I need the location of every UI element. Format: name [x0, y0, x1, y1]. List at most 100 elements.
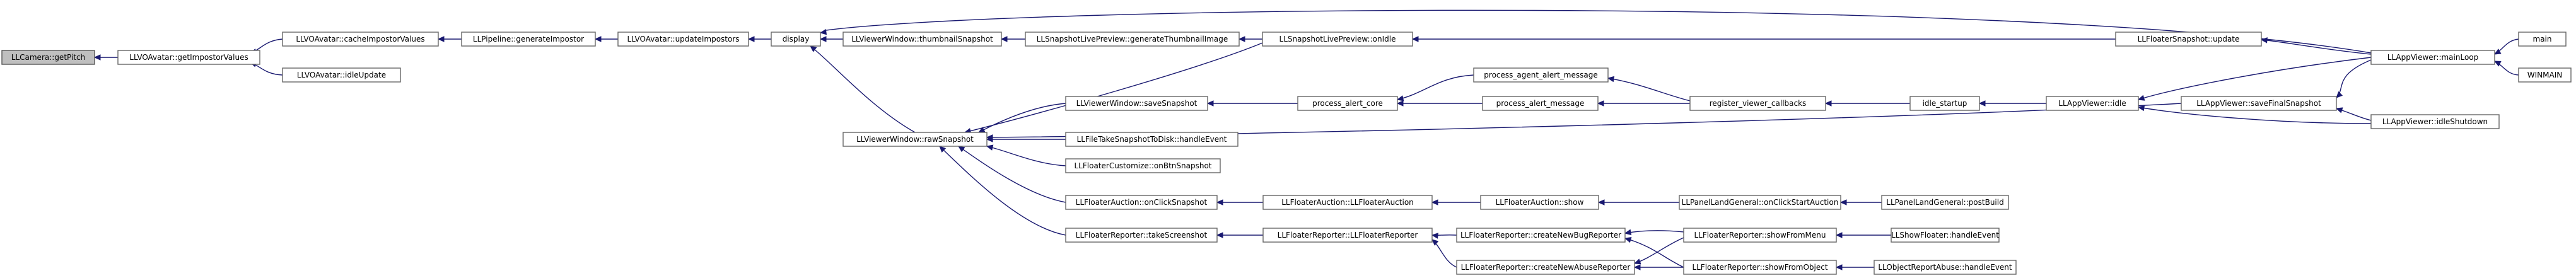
node-label: WINMAIN	[2527, 71, 2562, 79]
arrow-head-icon	[939, 146, 947, 153]
arrow-head-icon	[1607, 76, 1615, 83]
node-label: LLViewerWindow::saveSnapshot	[1076, 99, 1198, 108]
node-label: LLSnapshotLivePreview::onIdle	[1279, 35, 1396, 43]
node-display[interactable]: display	[771, 32, 821, 47]
node-objectreportabuse-handleevent[interactable]: LLObjectReportAbuse::handleEvent	[1874, 260, 2017, 275]
node-label: LLSnapshotLivePreview::generateThumbnail…	[1037, 35, 1228, 43]
node-showfrommenu[interactable]: LLFloaterReporter::showFromMenu	[1683, 228, 1837, 243]
arrow-head-icon	[2493, 49, 2502, 55]
call-edge	[1397, 74, 1474, 100]
arrow-head-icon	[810, 45, 817, 52]
call-edge	[1607, 78, 1691, 101]
node-llcamera-getpitch[interactable]: LLCamera::getPitch	[1, 50, 95, 65]
arrow-head-icon	[1216, 199, 1223, 206]
node-label: LLVOAvatar::cacheImpostorValues	[296, 35, 424, 43]
node-label: LLCamera::getPitch	[11, 53, 85, 62]
node-generateimpostor[interactable]: LLPipeline::generateImpostor	[461, 32, 596, 47]
call-edge	[939, 146, 1066, 236]
node-label: LLAppViewer::saveFinalSnapshot	[2196, 99, 2321, 108]
node-label: LLFileTakeSnapshotToDisk::handleEvent	[1077, 135, 1227, 144]
node-filetakesnapshottodisk[interactable]: LLFileTakeSnapshotToDisk::handleEvent	[1065, 132, 1238, 147]
arrow-head-icon	[1597, 100, 1604, 107]
arrow-head-icon	[1835, 264, 1843, 270]
node-updateimpostors[interactable]: LLVOAvatar::updateImpostors	[617, 32, 749, 47]
arrow-head-icon	[747, 36, 755, 42]
node-label: LLFloaterReporter::createNewBugReporter	[1460, 231, 1621, 240]
node-generatethumbnailimage[interactable]: LLSnapshotLivePreview::generateThumbnail…	[1025, 32, 1240, 47]
node-label: LLFloaterAuction::onClickSnapshot	[1076, 198, 1208, 207]
node-process-alert-message[interactable]: process_alert_message	[1482, 96, 1599, 111]
node-idleshutdown[interactable]: LLAppViewer::idleShutdown	[2370, 114, 2500, 129]
node-label: display	[783, 35, 810, 43]
node-label: LLVOAvatar::updateImpostors	[627, 35, 739, 43]
arrow-head-icon	[1431, 199, 1438, 206]
node-floaterauction-show[interactable]: LLFloaterAuction::show	[1480, 195, 1599, 210]
arrow-head-icon	[1633, 264, 1641, 270]
arrow-head-icon	[1839, 199, 1847, 206]
node-appviewer-idle[interactable]: LLAppViewer::idle	[2046, 96, 2139, 111]
node-getimpostorvalues[interactable]: LLVOAvatar::getImpostorValues	[117, 50, 260, 65]
node-panellandgeneral-postbuild[interactable]: LLPanelLandGeneral::postBuild	[1881, 195, 2009, 210]
node-label: LLPanelLandGeneral::onClickStartAuction	[1682, 198, 1839, 207]
node-label: LLPipeline::generateImpostor	[473, 35, 584, 43]
node-label: main	[2533, 35, 2552, 43]
arrow-head-icon	[1216, 232, 1223, 238]
node-label: LLFloaterSnapshot::update	[2138, 35, 2240, 43]
node-winmain[interactable]: WINMAIN	[2518, 67, 2572, 83]
node-label: LLShowFloater::handleEvent	[1891, 231, 1999, 240]
node-label: LLFloaterReporter::LLFloaterReporter	[1278, 231, 1418, 240]
arrow-head-icon	[1396, 95, 1404, 101]
node-main[interactable]: main	[2518, 32, 2567, 47]
arrow-head-icon	[2335, 107, 2343, 113]
call-edge	[810, 45, 916, 133]
node-createnewbugreporter[interactable]: LLFloaterReporter::createNewBugReporter	[1456, 228, 1626, 243]
node-floatercustomize-onbtnsnapshot[interactable]: LLFloaterCustomize::onBtnSnapshot	[1065, 158, 1221, 173]
arrow-head-icon	[93, 54, 101, 61]
node-floaterauction-onclicksnapshot[interactable]: LLFloaterAuction::onClickSnapshot	[1065, 195, 1218, 210]
call-edge	[825, 9, 2372, 54]
call-edge	[2336, 59, 2372, 98]
node-floaterreporter-ctor[interactable]: LLFloaterReporter::LLFloaterReporter	[1262, 228, 1433, 243]
call-edge	[2138, 57, 2372, 100]
call-edge	[964, 42, 1263, 133]
node-rawsnapshot[interactable]: LLViewerWindow::rawSnapshot	[842, 132, 988, 147]
node-showfloater-handleevent[interactable]: LLShowFloater::handleEvent	[1891, 228, 2000, 243]
node-label: LLFloaterReporter::takeScreenshot	[1076, 231, 1208, 240]
node-register-viewer-callbacks[interactable]: register_viewer_callbacks	[1689, 96, 1826, 111]
node-label: LLVOAvatar::idleUpdate	[297, 71, 386, 79]
arrow-head-icon	[957, 146, 965, 153]
arrow-head-icon	[1411, 36, 1419, 42]
node-showfromobject[interactable]: LLFloaterReporter::showFromObject	[1683, 260, 1837, 275]
node-label: LLAppViewer::idleShutdown	[2382, 117, 2488, 126]
node-idle-startup[interactable]: idle_startup	[1909, 96, 1980, 111]
node-label: process_alert_message	[1496, 99, 1585, 108]
arrow-head-icon	[986, 144, 994, 151]
arrow-head-icon	[1624, 236, 1632, 243]
node-floaterauction-ctor[interactable]: LLFloaterAuction::LLFloaterAuction	[1262, 195, 1433, 210]
call-edge	[986, 146, 1066, 166]
arrow-head-icon	[1624, 229, 1632, 236]
node-savefinalsnapshot[interactable]: LLAppViewer::saveFinalSnapshot	[2181, 96, 2337, 111]
node-floaterreporter-takescreenshot[interactable]: LLFloaterReporter::takeScreenshot	[1065, 228, 1218, 243]
node-label: LLAppViewer::idle	[2058, 99, 2126, 108]
arrow-head-icon	[1824, 100, 1832, 107]
call-edge	[958, 146, 1066, 203]
node-mainloop[interactable]: LLAppViewer::mainLoop	[2370, 50, 2495, 65]
node-savesnapshot[interactable]: LLViewerWindow::saveSnapshot	[1065, 96, 1208, 111]
node-label: register_viewer_callbacks	[1710, 99, 1807, 108]
node-label: LLFloaterAuction::show	[1496, 198, 1584, 207]
node-createnewabusereporter[interactable]: LLFloaterReporter::createNewAbuseReporte…	[1456, 260, 1635, 275]
node-thumbnailsnapshot[interactable]: LLViewerWindow::thumbnailSnapshot	[842, 32, 1002, 47]
node-floatersnapshot-update[interactable]: LLFloaterSnapshot::update	[2115, 32, 2262, 47]
node-process-alert-core[interactable]: process_alert_core	[1297, 96, 1398, 111]
call-edge	[1624, 238, 1684, 268]
node-label: LLObjectReportAbuse::handleEvent	[1878, 263, 2012, 272]
node-preview-onidle[interactable]: LLSnapshotLivePreview::onIdle	[1262, 32, 1413, 47]
node-cacheimpostorvalues[interactable]: LLVOAvatar::cacheImpostorValues	[282, 32, 439, 47]
node-onclickstartauction[interactable]: LLPanelLandGeneral::onClickStartAuction	[1679, 195, 1841, 210]
node-process-agent-alert-message[interactable]: process_agent_alert_message	[1473, 67, 1609, 83]
node-label: LLFloaterReporter::showFromObject	[1692, 263, 1827, 272]
node-vo-idleupdate[interactable]: LLVOAvatar::idleUpdate	[282, 67, 401, 83]
node-label: LLFloaterCustomize::onBtnSnapshot	[1075, 161, 1212, 170]
